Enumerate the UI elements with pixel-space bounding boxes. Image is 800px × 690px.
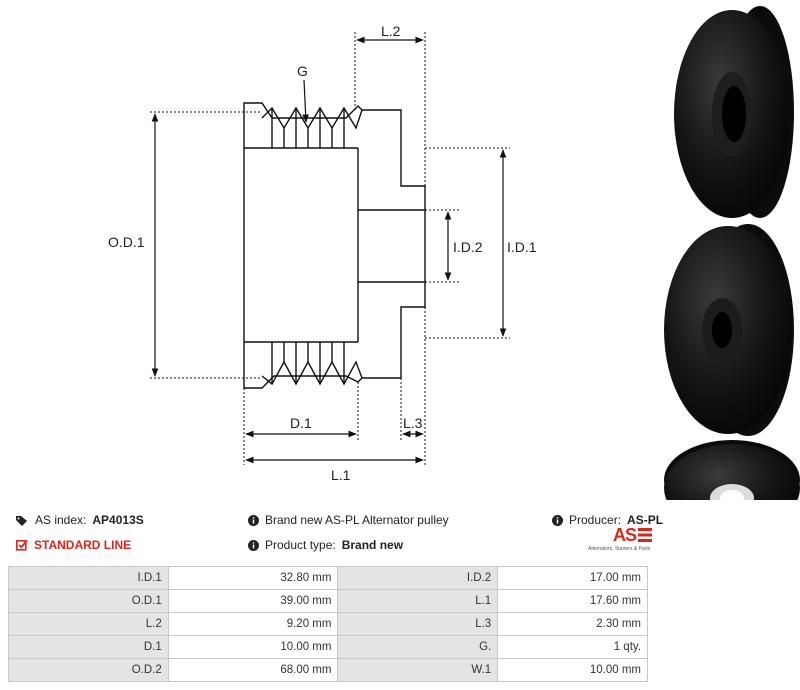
table-row: O.D.1 39.00 mm L.1 17.60 mm [8, 589, 648, 613]
specs-table: I.D.1 32.80 mm I.D.2 17.00 mm O.D.1 39.0… [8, 566, 648, 682]
pulley-photo-front [664, 224, 794, 436]
as-index-label: AS index: [35, 513, 87, 527]
spec-key: O.D.1 [8, 589, 169, 613]
producer-value: AS-PL [627, 513, 664, 527]
producer: Producer: AS-PL [552, 513, 663, 527]
bottom-grooves [261, 360, 363, 386]
checkbox-checked-icon [16, 539, 28, 551]
producer-label: Producer: [569, 513, 622, 527]
label-l1: L.1 [331, 467, 351, 483]
spec-value: 68.00 mm [167, 658, 339, 682]
info-icon [248, 514, 259, 526]
g-leader [302, 79, 309, 123]
pulley-photo-flat [664, 440, 800, 532]
spec-key: L.1 [337, 589, 499, 613]
description: Brand new AS-PL Alternator pulley [248, 513, 449, 527]
info-icon [248, 539, 259, 551]
spec-value: 32.80 mm [167, 566, 339, 590]
top-grooves [261, 106, 363, 130]
spec-key: I.D.2 [337, 566, 499, 590]
table-row: L.2 9.20 mm L.3 2.30 mm [8, 612, 648, 636]
spec-value: 17.60 mm [497, 589, 648, 613]
label-l3: L.3 [403, 415, 423, 431]
product-info: AS index: AP4013S Brand new AS-PL Altern… [0, 505, 800, 565]
spec-key: L.2 [8, 612, 169, 636]
label-l2: L.2 [381, 23, 401, 39]
standard-line: STANDARD LINE [16, 538, 131, 552]
technical-drawing: L.2 G O.D.1 I.D.2 I.D.1 D.1 L.3 L.1 [108, 23, 537, 483]
spec-value: 9.20 mm [167, 612, 339, 636]
spec-value: 1 qty. [497, 635, 648, 659]
label-id1: I.D.1 [507, 239, 537, 255]
spec-value: 2.30 mm [497, 612, 648, 636]
as-pl-logo: AS Alternators, Starters & Parts [588, 526, 652, 560]
spec-value: 39.00 mm [167, 589, 339, 613]
description-text: Brand new AS-PL Alternator pulley [265, 513, 449, 527]
product-type: Product type: Brand new [248, 538, 403, 552]
spec-value: 10.00 mm [167, 635, 339, 659]
spec-key: W.1 [337, 658, 499, 682]
spec-key: L.3 [337, 612, 499, 636]
label-d1: D.1 [290, 415, 312, 431]
pulley-body-outline [243, 102, 426, 389]
spec-key: G. [337, 635, 499, 659]
spec-value: 17.00 mm [497, 566, 648, 590]
standard-line-label: STANDARD LINE [34, 538, 132, 552]
table-row: I.D.1 32.80 mm I.D.2 17.00 mm [8, 566, 648, 590]
spec-value: 10.00 mm [497, 658, 648, 682]
spec-key: O.D.2 [8, 658, 169, 682]
label-id2: I.D.2 [453, 239, 483, 255]
tags-icon [16, 515, 27, 526]
table-row: O.D.2 68.00 mm W.1 10.00 mm [8, 658, 648, 682]
spec-key: D.1 [8, 635, 169, 659]
logo-stripes-icon [638, 528, 652, 542]
as-index: AS index: AP4013S [16, 513, 144, 527]
product-photos [660, 0, 800, 532]
as-index-value: AP4013S [92, 513, 144, 527]
info-icon [552, 514, 563, 526]
product-type-value: Brand new [341, 538, 404, 552]
label-od1: O.D.1 [108, 234, 145, 250]
label-g: G [297, 63, 308, 79]
spec-key: I.D.1 [8, 566, 169, 590]
pulley-photo-angled [674, 6, 794, 218]
logo-mark: AS [612, 525, 637, 545]
bore-outline [358, 209, 425, 283]
table-row: D.1 10.00 mm G. 1 qty. [8, 635, 648, 659]
product-type-label: Product type: [265, 538, 336, 552]
logo-tagline: Alternators, Starters & Parts [588, 546, 651, 552]
